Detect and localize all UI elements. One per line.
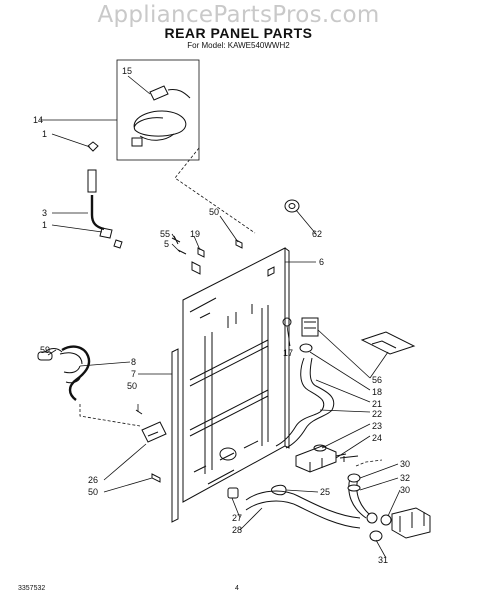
callout-55: 55	[160, 229, 170, 239]
callout-labels: 15 14 1 3 1 55 5 19 50 62 6 59 8 7 50 17…	[33, 66, 410, 565]
callout-17: 17	[283, 348, 293, 358]
callout-30-upper: 30	[400, 459, 410, 469]
callout-18: 18	[372, 387, 382, 397]
callout-7: 7	[131, 369, 136, 379]
callout-25: 25	[320, 487, 330, 497]
watermark: AppliancePartsPros.com	[97, 2, 380, 28]
callout-26: 26	[88, 475, 98, 485]
screws-top	[171, 235, 243, 275]
callout-50-lower: 50	[88, 487, 98, 497]
callout-19: 19	[190, 229, 200, 239]
callout-14: 14	[33, 115, 43, 125]
callout-56: 56	[372, 375, 382, 385]
callout-24: 24	[372, 433, 382, 443]
pump-assembly	[295, 444, 347, 473]
callout-3: 3	[42, 208, 47, 218]
document-number: 3357532	[18, 585, 46, 592]
callout-59: 59	[40, 345, 50, 355]
bumper-part	[284, 199, 300, 213]
callout-62: 62	[312, 229, 322, 239]
water-level-parts	[275, 317, 416, 449]
page-number: 4	[235, 585, 239, 592]
callout-6: 6	[319, 257, 324, 267]
page-title: REAR PANEL PARTS	[164, 25, 313, 41]
callout-5: 5	[164, 239, 169, 249]
side-rail	[171, 348, 179, 523]
callout-32: 32	[400, 473, 410, 483]
drain-hose	[37, 345, 141, 427]
callout-8: 8	[131, 357, 136, 367]
callout-1-lower: 1	[42, 220, 47, 230]
lower-hoses	[227, 484, 361, 529]
rear-panel	[182, 247, 290, 503]
callout-30-lower: 30	[400, 485, 410, 495]
callout-15: 15	[122, 66, 132, 76]
callout-21: 21	[372, 399, 382, 409]
water-valve-assembly	[339, 455, 431, 542]
hose-bracket	[135, 409, 167, 483]
callout-50-mid: 50	[127, 381, 137, 391]
power-cord-inset	[40, 59, 200, 161]
callout-27: 27	[232, 513, 242, 523]
model-subtitle: For Model: KAWE540WWH2	[187, 41, 290, 50]
callout-22: 22	[372, 409, 382, 419]
hose-inlet-parts	[87, 141, 123, 249]
leader-lines	[47, 75, 401, 559]
callout-31: 31	[378, 555, 388, 565]
callout-28: 28	[232, 525, 242, 535]
callout-50-top: 50	[209, 207, 219, 217]
callout-1-upper: 1	[42, 129, 47, 139]
callout-23: 23	[372, 421, 382, 431]
